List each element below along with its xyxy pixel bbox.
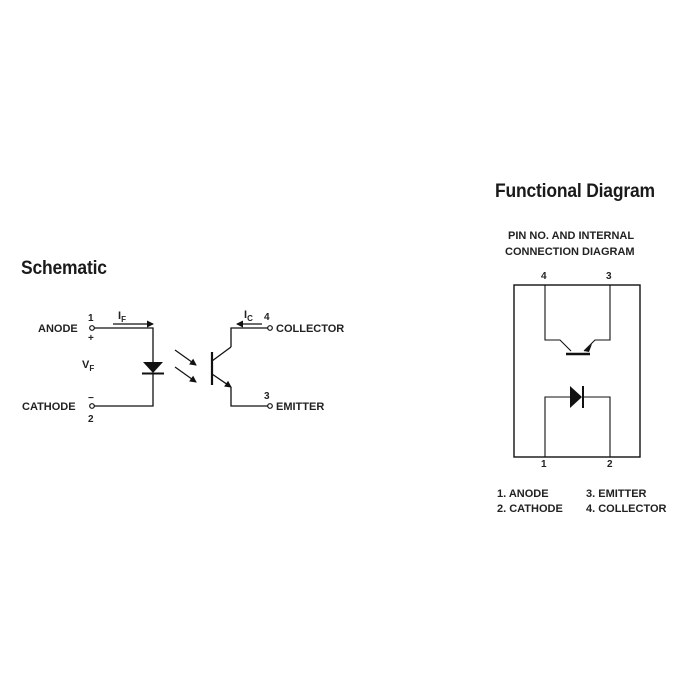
emitter-terminal — [267, 403, 273, 409]
transistor-collector-leg — [211, 346, 232, 362]
pin-2-label: 2 — [88, 414, 94, 425]
functional-subtitle-line1: PIN NO. AND INTERNAL — [508, 230, 635, 242]
collector-wire — [230, 327, 268, 347]
forward-voltage-label: VF — [82, 359, 94, 373]
functional-pin-2: 2 — [607, 459, 613, 470]
package-outline — [513, 284, 641, 458]
forward-current-label: IF — [118, 310, 126, 324]
legend-anode: 1. ANODE — [497, 488, 549, 500]
legend-collector: 4. COLLECTOR — [586, 503, 667, 515]
emitter-label: EMITTER — [276, 401, 324, 413]
anode-polarity-plus: + — [88, 333, 94, 344]
anode-terminal — [89, 325, 95, 331]
collector-terminal — [267, 325, 273, 331]
collector-label: COLLECTOR — [276, 323, 344, 335]
functional-diagram-title: Functional Diagram — [495, 181, 655, 202]
cathode-terminal — [89, 403, 95, 409]
functional-subtitle-line2: CONNECTION DIAGRAM — [505, 246, 635, 258]
emitter-pin-line — [583, 285, 611, 352]
led-diode-symbol — [143, 362, 163, 373]
cathode-polarity-minus: − — [88, 393, 94, 404]
functional-pin-1: 1 — [541, 459, 547, 470]
functional-emitter-arrow — [584, 344, 592, 352]
transistor-emitter-leg — [211, 373, 232, 388]
functional-pin-3: 3 — [606, 271, 612, 282]
functional-diagram: 4 3 1 2 — [513, 271, 641, 470]
light-arrow-lower — [174, 366, 197, 383]
functional-led-symbol — [570, 386, 582, 408]
pin-1-label: 1 — [88, 313, 94, 324]
legend-emitter: 3. EMITTER — [586, 488, 647, 500]
anode-label: ANODE — [38, 323, 78, 335]
collector-current-label: IC — [244, 309, 253, 323]
anode-wire — [94, 327, 154, 362]
collector-pin-line — [544, 285, 572, 352]
functional-pin-4: 4 — [541, 271, 547, 282]
anode-pin-line — [544, 396, 570, 457]
schematic-diagram: ANODE CATHODE COLLECTOR EMITTER 1 2 4 3 … — [22, 309, 344, 425]
cathode-wire — [94, 373, 154, 407]
schematic-title: Schematic — [21, 258, 107, 279]
emitter-wire — [230, 387, 268, 407]
pin-4-label: 4 — [264, 312, 270, 323]
legend-cathode: 2. CATHODE — [497, 503, 563, 515]
light-arrow-upper — [174, 349, 197, 366]
cathode-pin-line — [584, 396, 611, 457]
cathode-label: CATHODE — [22, 401, 76, 413]
pin-3-label: 3 — [264, 391, 270, 402]
